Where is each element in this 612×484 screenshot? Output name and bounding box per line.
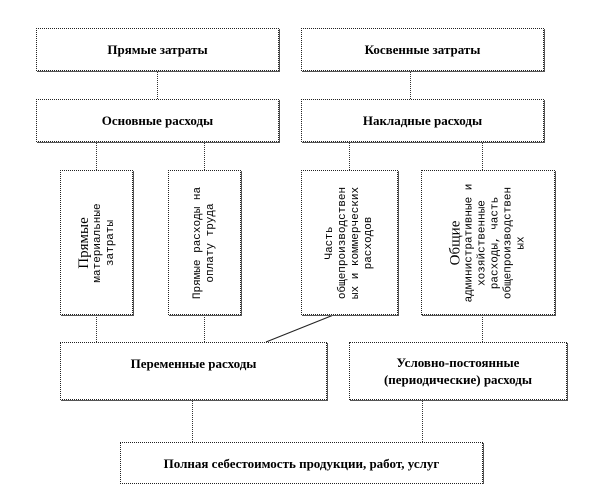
line: хозяйственные	[476, 199, 489, 286]
line: Общие	[447, 220, 464, 265]
fixed-expenses-line1: Условно-постоянные	[396, 355, 520, 370]
indirect-costs-box: Косвенные затраты	[301, 28, 544, 71]
line: Прямые расходы на	[191, 186, 204, 299]
direct-labor-box: Прямые расходы на оплату труда	[168, 170, 241, 315]
line: ых	[515, 235, 528, 250]
direct-labor-text: Прямые расходы на оплату труда	[192, 186, 218, 298]
connector	[482, 314, 483, 342]
total-cost-box: Полная себестоимость продукции, работ, у…	[120, 442, 483, 484]
connector	[410, 71, 411, 99]
part-production-commercial-text: Часть общепроизводствен ых и коммерчески…	[324, 186, 376, 298]
connector	[157, 71, 158, 99]
connector	[422, 399, 423, 442]
connector	[204, 314, 205, 342]
direct-costs-label: Прямые затраты	[107, 42, 208, 57]
line: затраты	[104, 219, 117, 266]
line: общепроизводствен	[502, 186, 515, 299]
line: оплату труда	[204, 202, 217, 283]
direct-material-box: Прямые материальные затраты	[60, 170, 133, 315]
variable-expenses-label: Переменные расходы	[130, 356, 257, 371]
fixed-expenses-box: Условно-постоянные (периодические) расхо…	[349, 342, 567, 400]
diagonal-connector	[265, 313, 337, 343]
basic-expenses-box: Основные расходы	[36, 99, 279, 142]
overhead-expenses-box: Накладные расходы	[301, 99, 544, 142]
connector	[96, 141, 97, 170]
line: ых и коммерческих	[349, 186, 362, 299]
total-cost-label: Полная себестоимость продукции, работ, у…	[163, 455, 440, 471]
connector	[349, 141, 350, 170]
line: Прямые	[75, 216, 92, 269]
variable-expenses-box: Переменные расходы	[60, 342, 327, 400]
general-admin-box: Общие административные и хозяйственные р…	[421, 170, 555, 315]
part-production-commercial-box: Часть общепроизводствен ых и коммерчески…	[301, 170, 398, 315]
line: административные и	[463, 183, 476, 302]
connector	[192, 399, 193, 442]
direct-material-text: Прямые материальные затраты	[76, 203, 118, 282]
line: Часть	[323, 226, 336, 260]
line: расходы, часть	[489, 196, 502, 289]
line: материальные	[91, 202, 104, 283]
indirect-costs-label: Косвенные затраты	[364, 42, 481, 57]
connector	[482, 141, 483, 170]
connector	[96, 314, 97, 342]
basic-expenses-label: Основные расходы	[101, 113, 214, 128]
direct-costs-box: Прямые затраты	[36, 28, 279, 71]
general-admin-text: Общие административные и хозяйственные р…	[448, 183, 529, 302]
line: расходов	[362, 216, 375, 269]
overhead-expenses-label: Накладные расходы	[362, 113, 483, 128]
line: общепроизводствен	[336, 186, 349, 299]
connector	[204, 141, 205, 170]
fixed-expenses-line2: (периодические) расходы	[383, 372, 533, 387]
